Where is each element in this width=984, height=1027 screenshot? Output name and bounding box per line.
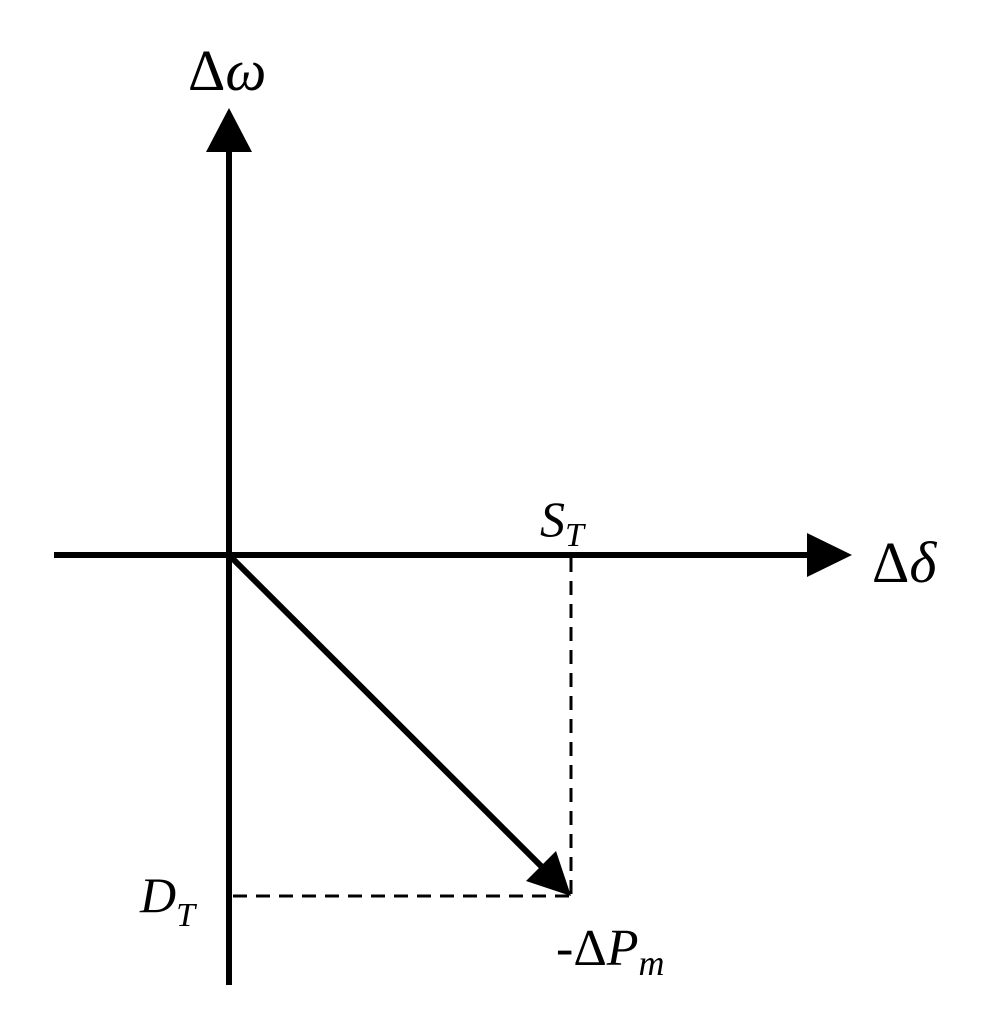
vertical-axis-label-delta: Δ [188,38,225,103]
horizontal-axis-label-symbol: δ [909,530,937,595]
resultant-vector-arrowhead [526,851,571,896]
horizontal-axis-label-delta: Δ [872,530,909,595]
d-t-label-subscript: T [176,897,197,934]
vertical-axis-arrowhead [206,108,252,152]
resultant-vector-shaft [228,554,549,874]
result-label-main: P [606,920,639,977]
result-label: -ΔPm [556,920,665,983]
s-t-label-subscript: T [565,517,586,554]
result-label-subscript: m [639,943,665,983]
d-t-label: DT [139,867,197,934]
d-t-label-main: D [139,867,176,923]
horizontal-axis-arrowhead [807,533,852,577]
vertical-axis-label-symbol: ω [225,38,266,103]
vertical-axis-label: Δω [188,38,266,103]
horizontal-axis-label: Δδ [872,530,937,595]
result-label-prefix: -Δ [556,920,607,977]
s-t-label-main: S [540,491,565,547]
s-t-label: ST [540,491,586,554]
